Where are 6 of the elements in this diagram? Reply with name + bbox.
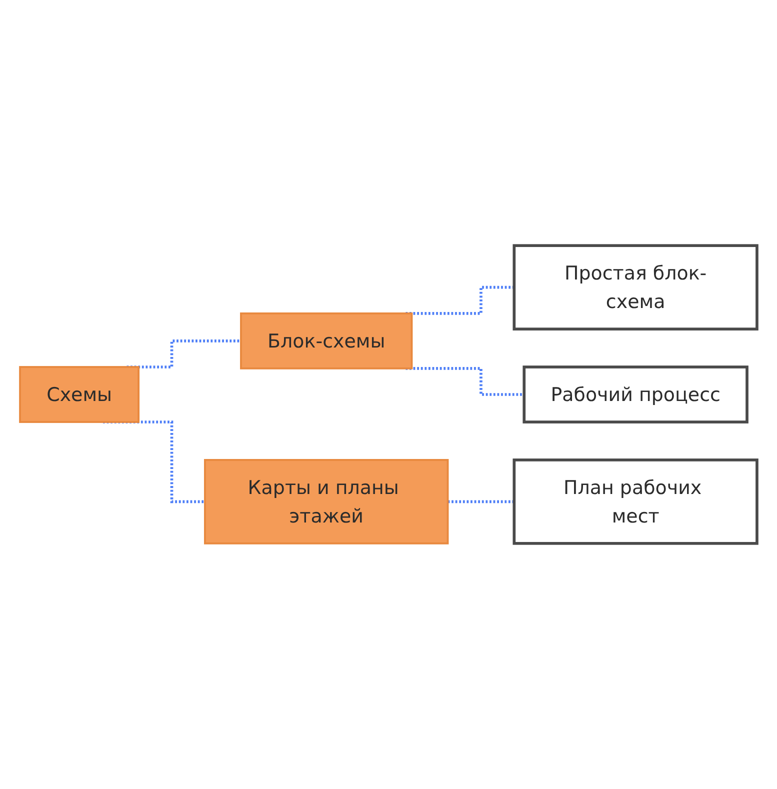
node-box: Блок-схемы: [240, 312, 413, 370]
node-box: Карты и планы этажей: [204, 459, 449, 544]
node-box: Рабочий процесс: [522, 366, 748, 424]
node-box: Простая блок-схема: [512, 244, 758, 330]
node-box: План рабочих мест: [512, 458, 758, 545]
node-box: Схемы: [19, 366, 140, 423]
